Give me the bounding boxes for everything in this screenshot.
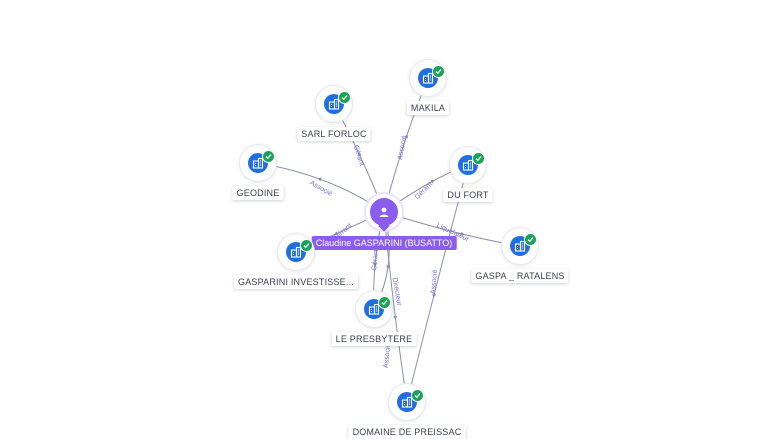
verified-check-icon	[378, 296, 391, 309]
edge-label-gerant: Gérant	[414, 181, 434, 201]
edge-arrow-icon	[333, 231, 339, 235]
verified-check-icon	[432, 65, 445, 78]
edge-arrow-icon	[430, 179, 435, 184]
company-label: SARL FORLOC	[297, 127, 371, 141]
edge-label-associe: Associé	[383, 343, 392, 368]
verified-check-icon	[472, 152, 485, 165]
edge-label-associe: Associé	[397, 135, 408, 160]
edge-arrow-icon	[373, 262, 378, 268]
verified-check-icon	[300, 239, 313, 252]
edge-label-gerant: Gérant	[371, 249, 380, 271]
edge-arrow-icon	[393, 315, 398, 320]
company-label: GASPARINI INVESTISSE...	[234, 275, 358, 289]
company-label: MAKILA	[406, 101, 450, 115]
verified-check-icon	[524, 233, 537, 246]
company-label: LE PRESBYTERE	[331, 332, 417, 346]
edge-center-domaine_de_preissac	[383, 211, 408, 403]
edge-arrow-icon	[317, 177, 322, 182]
company-label: GEODINE	[232, 186, 284, 200]
edge-arrow-icon	[460, 231, 465, 236]
edge-arrow-icon	[358, 151, 362, 157]
center-person-name: Claudine GASPARINI (BUSATTO)	[311, 236, 457, 250]
verified-check-icon	[338, 91, 351, 104]
verified-check-icon	[411, 389, 424, 402]
edge-label-gerant: Gérant	[352, 144, 365, 167]
edge-label-directeur: Directeur	[391, 277, 403, 307]
company-label: GASPA _ RATALENS	[471, 269, 569, 283]
company-label: DU FORT	[443, 188, 493, 202]
person-icon	[370, 198, 398, 226]
edge-arrow-icon	[404, 133, 408, 139]
company-label: DOMAINE DE PREISSAC	[348, 425, 466, 439]
edge-label-associe: Associé	[430, 269, 439, 294]
edge-arrow-icon	[432, 293, 437, 299]
verified-check-icon	[262, 150, 275, 163]
